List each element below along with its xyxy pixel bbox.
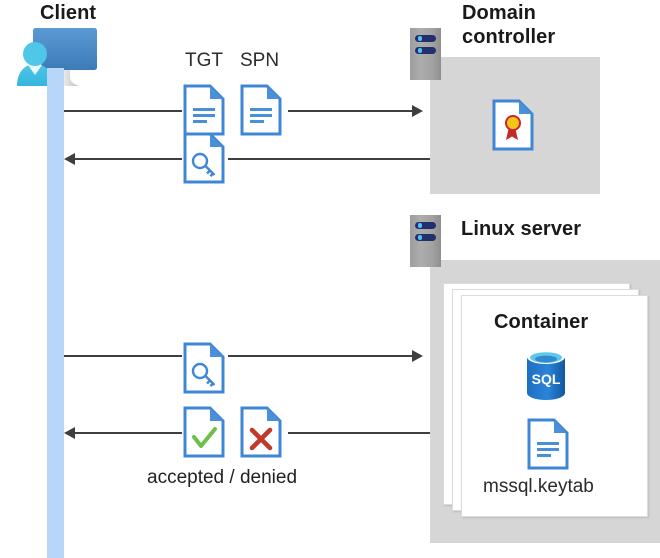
client-lifeline <box>47 68 64 558</box>
accepted-denied-caption: accepted / denied <box>147 467 298 488</box>
flow-linux-to-client-line-right <box>288 432 430 434</box>
container-title: Container <box>494 311 589 333</box>
sql-database-icon: SQL <box>523 348 569 402</box>
flow-dc-to-client-arrowhead <box>64 153 75 165</box>
linux-server-title: Linux server <box>461 218 582 240</box>
flow-client-to-dc-line-right <box>288 110 413 112</box>
flow-client-to-dc-arrowhead <box>412 105 423 117</box>
tgt-label: TGT <box>185 50 223 71</box>
domain-controller-title: Domain controller <box>462 2 556 48</box>
auth-key-document-icon <box>183 342 225 394</box>
linux-server-server-icon <box>410 215 441 267</box>
flow-client-to-linux-arrowhead <box>412 350 423 362</box>
spn-label: SPN <box>240 50 280 71</box>
flow-linux-to-client-arrowhead <box>64 427 75 439</box>
keytab-document-icon <box>527 418 569 470</box>
flow-linux-to-client-line-left <box>75 432 182 434</box>
ticket-key-document-icon <box>183 132 225 184</box>
denied-document-icon <box>240 406 282 458</box>
container-card-front[interactable] <box>461 295 648 517</box>
client-workstation-icon <box>10 24 110 96</box>
flow-dc-to-client-line-right <box>228 158 430 160</box>
client-title: Client <box>40 2 97 24</box>
keytab-filename-label: mssql.keytab <box>483 476 594 497</box>
domain-controller-server-icon <box>410 28 441 80</box>
spn-document-icon <box>240 84 282 136</box>
svg-text:SQL: SQL <box>532 371 561 387</box>
flow-client-to-linux-line-left <box>64 355 182 357</box>
certificate-document-icon <box>492 99 534 151</box>
flow-client-to-linux-line-right <box>228 355 413 357</box>
tgt-document-icon <box>183 84 225 136</box>
flow-dc-to-client-line-left <box>75 158 182 160</box>
flow-client-to-dc-line-left <box>64 110 182 112</box>
accepted-document-icon <box>183 406 225 458</box>
